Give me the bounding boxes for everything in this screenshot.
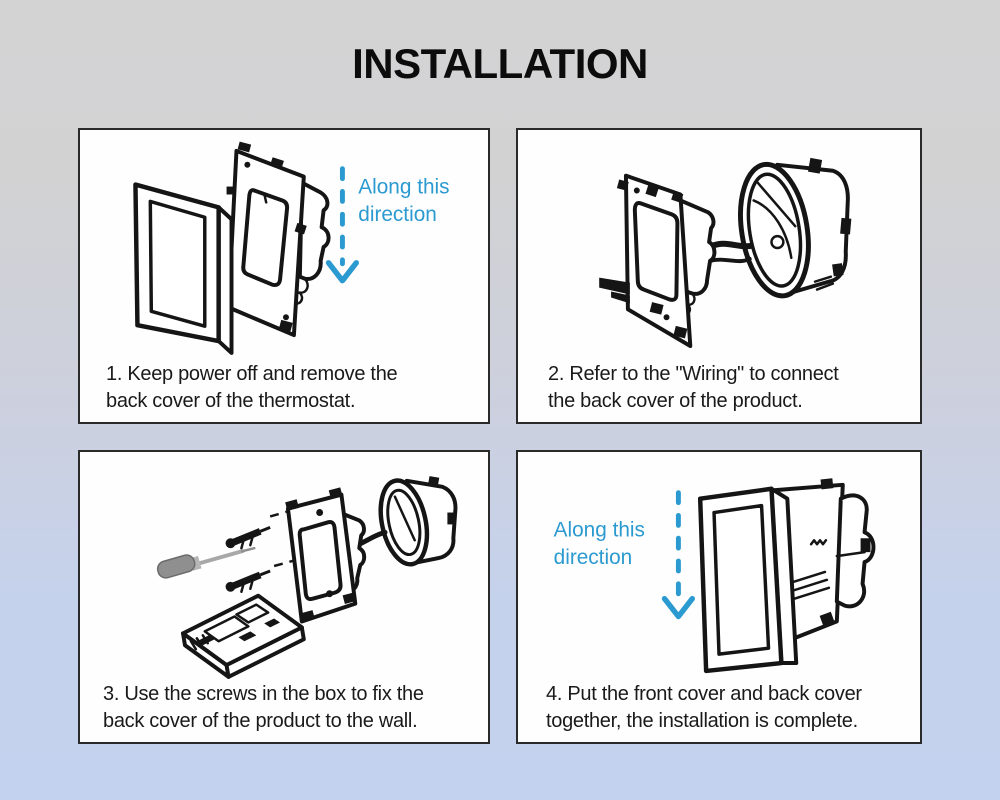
step-4-panel: Along this direction 4. Put the front co…: [516, 450, 922, 744]
direction-label-line2: direction: [554, 546, 633, 569]
page-title: INSTALLATION: [352, 40, 648, 87]
direction-arrow-down-icon: [661, 490, 695, 620]
caption-line: back cover of the thermostat.: [106, 389, 356, 412]
step-3-caption: 3. Use the screws in the box to fix the …: [103, 681, 482, 735]
step-1-caption: 1. Keep power off and remove the back co…: [106, 361, 482, 415]
step-2-illustration: [599, 157, 852, 348]
step-3-illustration: [156, 476, 458, 679]
wall-box: [738, 157, 852, 299]
caption-line: together, the installation is complete.: [546, 709, 858, 732]
direction-label-line1: Along this: [554, 518, 645, 541]
step-3-panel: 3. Use the screws in the box to fix the …: [78, 450, 490, 744]
direction-label-line1: Along this: [358, 175, 449, 198]
wall-box: [378, 476, 458, 567]
back-cover-plate: [599, 173, 693, 348]
step-4-caption: 4. Put the front cover and back cover to…: [546, 681, 914, 735]
step-2-caption: 2. Refer to the "Wiring" to connect the …: [548, 361, 914, 415]
terminal-box: [181, 593, 306, 679]
caption-line: 4. Put the front cover and back cover: [546, 682, 862, 705]
front-cover: [133, 182, 234, 355]
caption-line: 3. Use the screws in the box to fix the: [103, 682, 424, 705]
front-cover: [697, 486, 799, 674]
back-cover-plate: [285, 487, 367, 624]
direction-arrow-down-icon: [325, 166, 360, 284]
step-1-panel: Along this direction 1. Keep power off a…: [78, 128, 490, 424]
step-2-panel: 2. Refer to the "Wiring" to connect the …: [516, 128, 922, 424]
screwdriver: [156, 546, 256, 579]
step-4-illustration: Along this direction: [554, 478, 876, 674]
caption-line: back cover of the product to the wall.: [103, 709, 418, 732]
direction-label-line2: direction: [358, 203, 437, 226]
caption-line: the back cover of the product.: [548, 389, 803, 412]
caption-line: 2. Refer to the "Wiring" to connect: [548, 362, 839, 385]
step-1-illustration: Along this direction: [133, 141, 450, 355]
caption-line: 1. Keep power off and remove the: [106, 362, 398, 385]
screws: [225, 525, 271, 593]
